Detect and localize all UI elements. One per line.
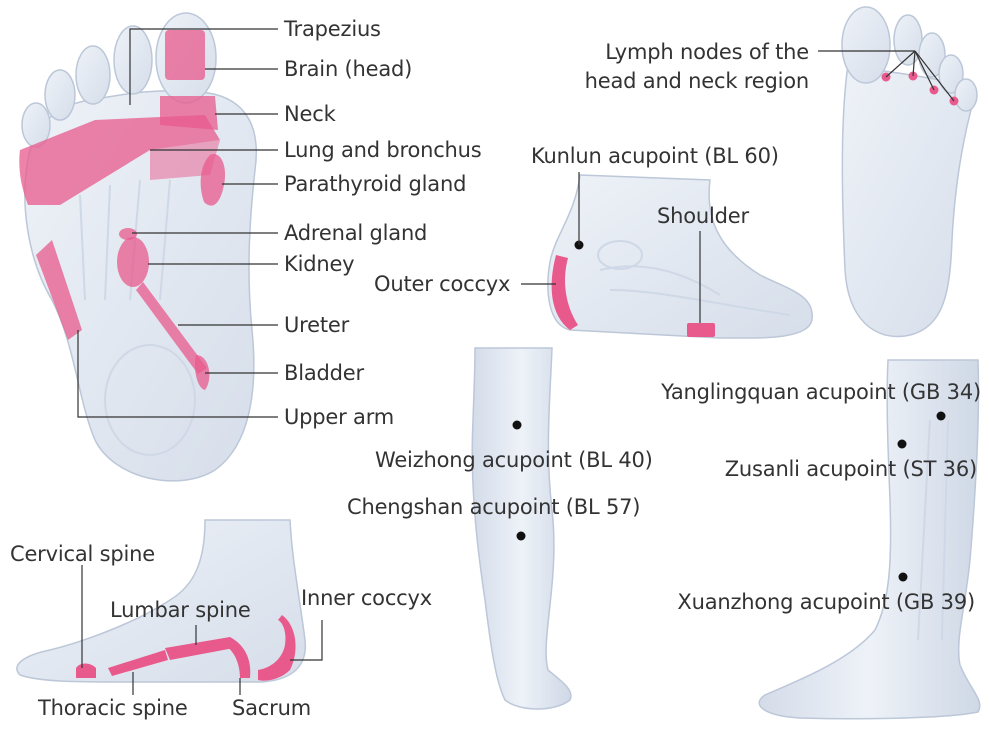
label-thoracic-spine: Thoracic spine <box>38 696 188 720</box>
label-lung: Lung and bronchus <box>284 138 482 162</box>
second-toe <box>114 26 152 94</box>
label-parathyroid: Parathyroid gland <box>284 172 466 196</box>
label-inner-coccyx: Inner coccyx <box>301 586 432 610</box>
label-sacrum: Sacrum <box>232 696 311 720</box>
label-lymph-line1: Lymph nodes of the <box>605 40 809 64</box>
label-neck: Neck <box>284 102 336 126</box>
label-bladder: Bladder <box>284 361 364 385</box>
outer-ankle-foot <box>521 172 812 338</box>
outer-ankle-outline <box>548 175 812 338</box>
back-leg-outline <box>472 348 571 709</box>
label-kidney: Kidney <box>284 252 354 276</box>
label-lumbar-spine: Lumbar spine <box>110 598 251 622</box>
sole-foot <box>19 13 256 481</box>
top-foot-outline <box>842 65 975 336</box>
label-xuanzhong: Xuanzhong acupoint (GB 39) <box>677 590 975 614</box>
third-toe <box>76 46 110 104</box>
yanglingquan-point <box>937 412 946 421</box>
xuanzhong-point <box>899 573 908 582</box>
label-shoulder: Shoulder <box>657 204 749 228</box>
label-lymph-line2: head and neck region <box>585 69 809 93</box>
label-yanglingquan: Yanglingquan acupoint (GB 34) <box>661 380 981 404</box>
weizhong-point <box>513 421 522 430</box>
top-foot <box>818 7 977 336</box>
label-trapezius: Trapezius <box>284 17 381 41</box>
zone-cervical-spine <box>76 664 96 679</box>
label-kunlun: Kunlun acupoint (BL 60) <box>531 144 779 168</box>
chengshan-point <box>517 532 526 541</box>
top-little-toe <box>955 79 977 111</box>
label-adrenal: Adrenal gland <box>284 221 427 245</box>
fourth-toe <box>45 70 75 120</box>
side-leg <box>759 360 980 719</box>
label-chengshan: Chengshan acupoint (BL 57) <box>347 495 640 519</box>
label-weizhong: Weizhong acupoint (BL 40) <box>375 448 653 472</box>
label-ureter: Ureter <box>284 313 349 337</box>
zusanli-point <box>898 440 907 449</box>
side-leg-outline <box>759 360 980 719</box>
label-brain: Brain (head) <box>284 57 412 81</box>
zone-brain <box>165 30 205 80</box>
zone-shoulder <box>687 323 715 337</box>
label-cervical-spine: Cervical spine <box>10 542 155 566</box>
label-zusanli: Zusanli acupoint (ST 36) <box>725 457 977 481</box>
label-upper-arm: Upper arm <box>284 405 394 429</box>
top-big-toe <box>842 7 890 83</box>
back-leg <box>472 348 571 709</box>
zone-kidney <box>117 237 149 287</box>
label-outer-coccyx: Outer coccyx <box>374 272 510 296</box>
zone-neck <box>160 96 218 130</box>
